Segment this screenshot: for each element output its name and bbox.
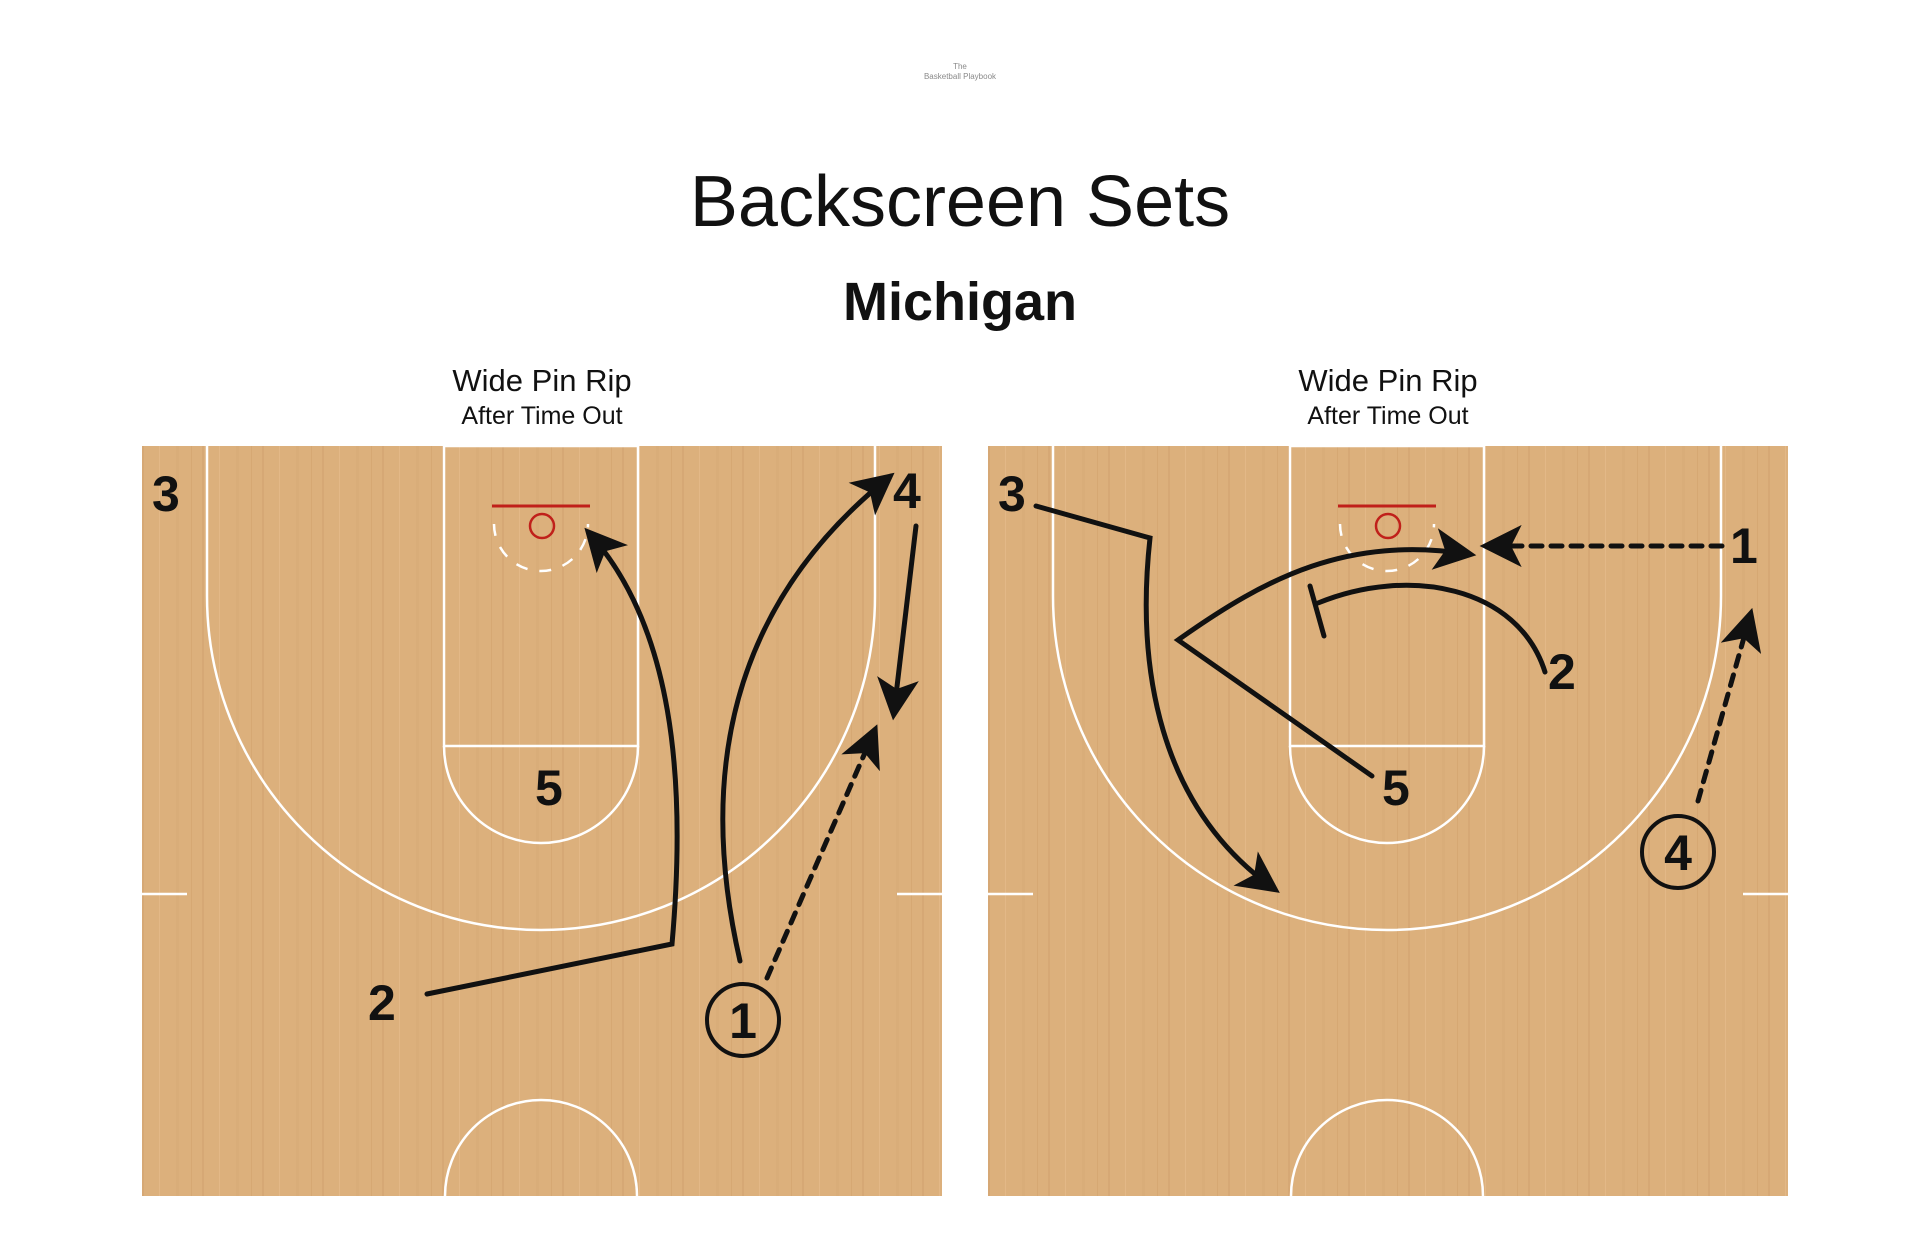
free-throw-circle	[1288, 745, 1486, 845]
player-4: 4	[893, 463, 921, 519]
rim	[528, 512, 556, 540]
movement-lines	[424, 472, 919, 997]
three-point-arc	[1051, 446, 1723, 932]
restricted-area	[492, 523, 590, 573]
brand-line-1: The	[953, 62, 967, 71]
diagram-2-svg: 3 1 2 5 4	[988, 446, 1788, 1196]
cut-5-to-basket	[1173, 528, 1477, 779]
diagram-1-svg: 3 4 5 2 1	[142, 446, 942, 1196]
movement-lines	[1033, 503, 1762, 893]
court-lines	[988, 446, 1788, 1196]
player-5: 5	[535, 760, 563, 816]
page-subtitle: Michigan	[842, 272, 1077, 332]
player-2: 2	[1548, 644, 1576, 700]
brand-line-2: Basketball Playbook	[923, 72, 997, 81]
player-1: 1	[1730, 518, 1758, 574]
three-point-arc	[205, 446, 877, 932]
court-floor	[988, 446, 1788, 1196]
pass-1-to-4	[764, 724, 880, 981]
rim	[1374, 512, 1402, 540]
player-4-circled: 4	[1640, 814, 1716, 890]
diagram-2-header: Wide Pin Rip After Time Out	[988, 362, 1788, 432]
player-5: 5	[1382, 760, 1410, 816]
diagram-1-court: 3 4 5 2 1	[142, 446, 942, 1196]
cut-3-to-wing	[1033, 503, 1280, 893]
diagram-2-subtitle: After Time Out	[1307, 402, 1469, 430]
player-1: 1	[729, 993, 757, 1049]
free-throw-lane	[442, 446, 640, 748]
brand-logo-text: The Basketball Playbook	[860, 62, 1060, 82]
player-2: 2	[368, 975, 396, 1031]
screen-2-bar	[1307, 583, 1327, 639]
diagram-1-header: Wide Pin Rip After Time Out	[142, 362, 942, 432]
cut-4-down	[877, 523, 919, 721]
court-floor	[142, 446, 942, 1196]
player-3: 3	[998, 466, 1026, 522]
diagram-2-title: Wide Pin Rip	[1298, 363, 1478, 398]
diagram-1-subtitle: After Time Out	[461, 402, 623, 430]
screen-2-path	[1315, 582, 1548, 675]
cut-1-to-wing	[720, 472, 895, 964]
page-title: Backscreen Sets	[689, 162, 1231, 242]
player-3: 3	[152, 466, 180, 522]
player-1-ball-handler: 1	[705, 982, 781, 1058]
diagram-1-title: Wide Pin Rip	[452, 363, 632, 398]
free-throw-lane	[1288, 446, 1486, 748]
free-throw-circle	[442, 745, 640, 845]
cut-2-to-basket	[424, 527, 680, 997]
center-circle	[1289, 1098, 1485, 1196]
court-lines	[142, 446, 942, 1196]
restricted-area	[1338, 523, 1436, 573]
cut-4-up	[1695, 607, 1762, 804]
center-circle	[443, 1098, 639, 1196]
player-4: 4	[1664, 825, 1692, 881]
diagram-2-court: 3 1 2 5 4	[988, 446, 1788, 1196]
